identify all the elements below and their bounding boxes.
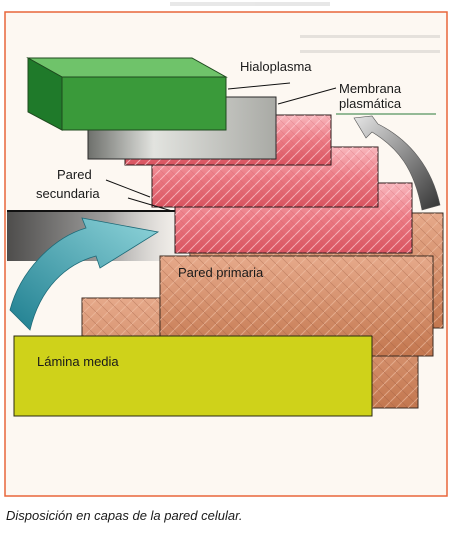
membrana-leader (277, 87, 337, 105)
inner-arrow (9, 217, 160, 331)
label-secundaria: secundaria (36, 186, 100, 201)
label-pared: Pared (57, 167, 92, 182)
lamina-media-front (13, 335, 373, 417)
hialoplasma-leader (227, 82, 291, 90)
outer-arrow (353, 115, 441, 211)
label-membrana: Membrana (339, 81, 402, 96)
label-pared-primaria: Pared primaria (178, 265, 264, 280)
pared-secundaria-leader-2 (127, 197, 173, 212)
label-lamina-media: Lámina media (37, 354, 119, 369)
faded-background-text (170, 2, 440, 53)
label-plasmatica: plasmática (339, 96, 402, 111)
pared-secundaria-leader-1 (105, 179, 151, 198)
label-hialoplasma: Hialoplasma (240, 59, 312, 74)
figure-caption: Disposición en capas de la pared celular… (6, 508, 243, 523)
hialoplasma-block (26, 57, 228, 131)
